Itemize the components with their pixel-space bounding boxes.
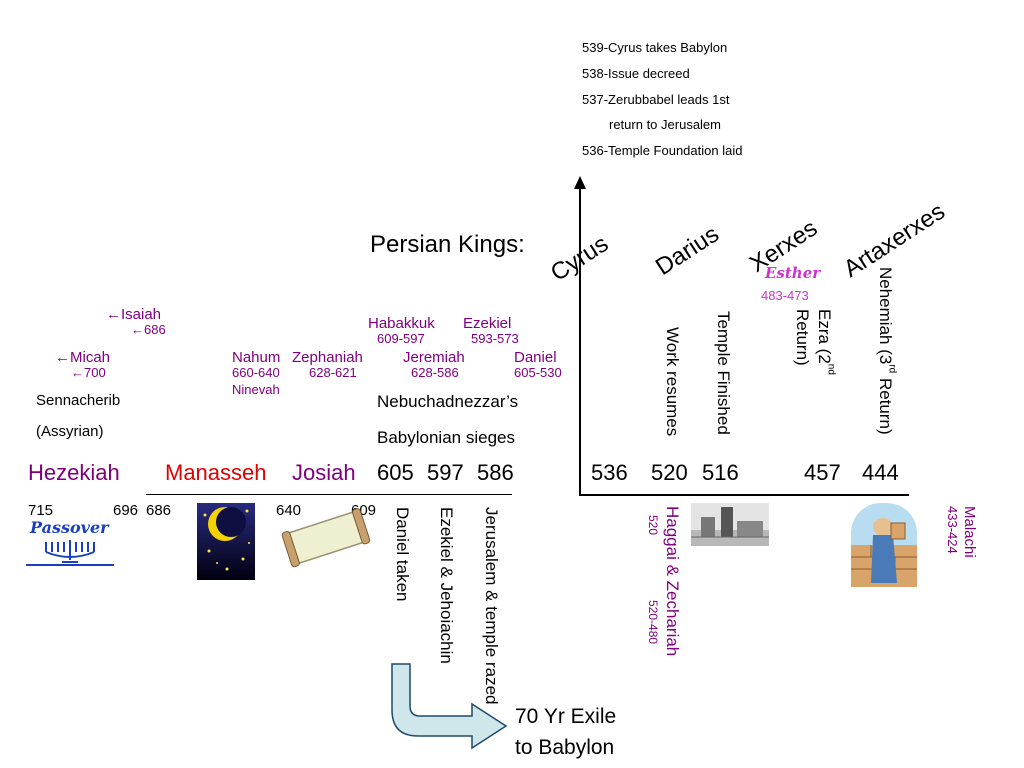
esther-years: 483-473 [761, 288, 809, 303]
event-issue-decreed: 538-Issue decreed [582, 66, 690, 81]
sennacherib-label: Sennacherib [36, 392, 121, 409]
king-hezekiah: Hezekiah [28, 460, 120, 485]
timeline-left [146, 494, 512, 495]
nehemiah-wall-image [851, 503, 917, 587]
exile-arrow-icon [391, 663, 508, 750]
event-zerubbabel-cont: return to Jerusalem [609, 117, 721, 132]
event-cyrus-takes-babylon: 539-Cyrus takes Babylon [582, 40, 728, 55]
micah-label: ←Micah [55, 349, 111, 366]
passover-label: Passover [30, 518, 109, 537]
king-darius: Darius [650, 220, 724, 281]
axis-arrowhead-icon [574, 176, 586, 189]
nahum-label: Nahum [232, 349, 281, 366]
year-444: 444 [862, 460, 899, 485]
temple-finished-label: Temple Finished [714, 311, 733, 435]
zephaniah-years: 628-621 [309, 365, 357, 380]
assyrian-label: (Assyrian) [36, 423, 104, 440]
year-516: 516 [702, 460, 739, 485]
year-597: 597 [427, 460, 464, 485]
jeremiah-years: 628-586 [411, 365, 459, 380]
nahum-years: 660-640 [232, 365, 280, 380]
persian-kings-label: Persian Kings: [370, 231, 525, 258]
ezekiel-jehoiachin-label: Ezekiel & Jehoiachin [437, 507, 456, 664]
nineveh-label: Ninevah [232, 382, 280, 397]
event-zerubbabel: 537-Zerubbabel leads 1st [582, 92, 730, 107]
malachi-label: Malachi [961, 506, 978, 558]
year-520: 520 [651, 460, 688, 485]
esther-label: Esther [765, 264, 821, 282]
isaiah-label: ←Isaiah [106, 306, 162, 323]
nebuchadnezzar-label: Nebuchadnezzar’s [377, 392, 519, 411]
year-586: 586 [477, 460, 514, 485]
ezra-text: Ezra (2 [815, 309, 834, 364]
event-temple-foundation: 536-Temple Foundation laid [582, 143, 743, 158]
menorah-icon [26, 540, 114, 566]
exile-line2: to Babylon [515, 736, 615, 759]
haggai-year: 520 [646, 515, 660, 536]
year-605: 605 [377, 460, 414, 485]
habakkuk-years: 609-597 [377, 331, 425, 346]
ezra-sup: nd [825, 363, 837, 375]
zephaniah-label: Zephaniah [292, 349, 363, 366]
daniel-label: Daniel [514, 349, 557, 366]
year-640: 640 [276, 502, 302, 519]
timeline-right [579, 494, 909, 496]
year-457: 457 [804, 460, 841, 485]
nehemiah-return-label: Nehemiah (3rd Return) [876, 267, 898, 435]
temple-photo [691, 503, 769, 546]
year-715: 715 [28, 502, 54, 519]
year-696: 696 [113, 502, 139, 519]
micah-year: ←700 [71, 365, 106, 380]
daniel-years: 605-530 [514, 365, 562, 380]
ezra-return-label: Ezra (2nd [815, 309, 837, 375]
exile-line1: 70 Yr Exile [515, 705, 617, 728]
daniel-taken-label: Daniel taken [393, 507, 412, 602]
ezekiel-label: Ezekiel [463, 315, 512, 332]
nehemiah-text: Nehemiah (3 [876, 267, 895, 365]
nehemiah-sup: rd [886, 364, 898, 374]
isaiah-year: ←686 [131, 322, 166, 337]
vertical-axis [579, 186, 581, 496]
haggai-years: 520-480 [646, 600, 660, 645]
work-resumes-label: Work resumes [663, 327, 682, 437]
year-686: 686 [146, 502, 172, 519]
jeremiah-label: Jeremiah [403, 349, 465, 366]
king-manasseh: Manasseh [165, 460, 267, 485]
malachi-years: 433-424 [945, 506, 960, 554]
ezra-return-label-2: Return) [793, 309, 812, 366]
scroll-image [281, 508, 371, 568]
habakkuk-label: Habakkuk [368, 315, 435, 332]
king-josiah: Josiah [292, 460, 356, 485]
nehemiah-text-2: Return) [876, 373, 895, 435]
ezekiel-years: 593-573 [471, 331, 519, 346]
year-536: 536 [591, 460, 628, 485]
jerusalem-razed-label: Jerusalem & temple razed [482, 507, 501, 705]
haggai-zechariah-label: Haggai & Zechariah [663, 506, 682, 657]
babylonian-sieges-label: Babylonian sieges [377, 428, 515, 447]
night-moon-image [197, 503, 255, 580]
passover-image: Passover [26, 520, 114, 566]
